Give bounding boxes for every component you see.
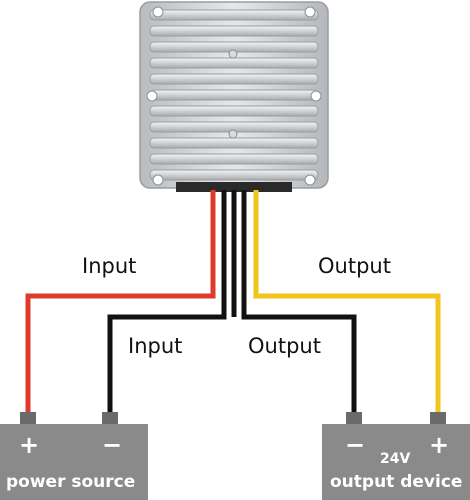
- input-negative-wire: [107, 190, 227, 412]
- power-source-box: [0, 424, 148, 500]
- power-source-block: [0, 412, 148, 500]
- power-source-minus-sign: −: [102, 431, 123, 459]
- input-label-top: Input: [82, 254, 137, 278]
- output-device-minus-terminal: [346, 412, 362, 426]
- power-source-label: power source: [6, 472, 136, 492]
- input-label-bottom: Input: [128, 334, 183, 358]
- heatsink-fins: [149, 9, 319, 181]
- output-device-voltage: 24V: [380, 451, 411, 467]
- power-source-plus-terminal: [20, 412, 36, 426]
- mounting-holes: [146, 6, 322, 186]
- output-label-top: Output: [318, 254, 391, 278]
- converter-module: [139, 1, 329, 192]
- output-device-box: [322, 424, 470, 500]
- output-label-bottom: Output: [248, 334, 321, 358]
- wires: [25, 190, 441, 412]
- output-device-plus-terminal: [430, 412, 446, 426]
- power-source-plus-sign: +: [19, 431, 40, 459]
- power-source-minus-terminal: [102, 412, 118, 426]
- output-negative-wire: [241, 190, 357, 412]
- output-device-plus-sign: +: [429, 431, 450, 459]
- output-device-minus-sign: −: [345, 431, 366, 459]
- output-positive-wire: [253, 190, 441, 412]
- input-positive-wire: [25, 190, 216, 412]
- output-device-block: [322, 412, 470, 500]
- output-device-label: output device: [330, 472, 463, 492]
